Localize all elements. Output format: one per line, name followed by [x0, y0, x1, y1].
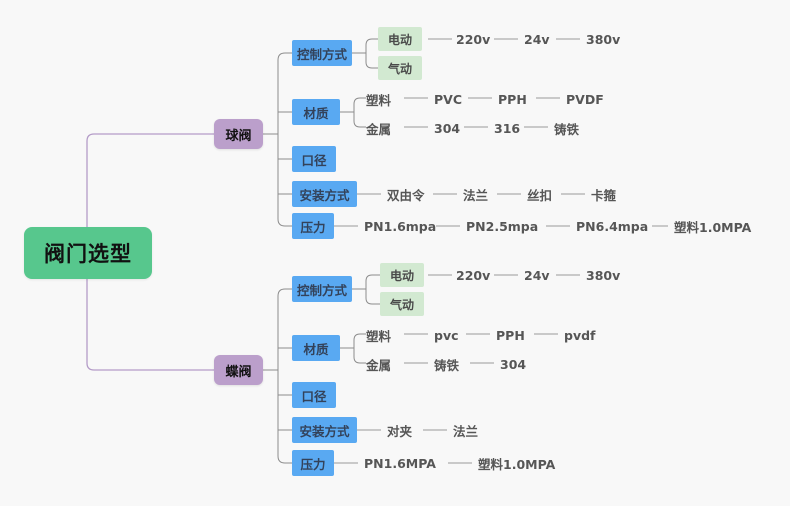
leaf-electric-butterfly[interactable]: 电动: [380, 263, 424, 287]
value-316-ball: 316: [494, 120, 521, 136]
value-flange-ball: 法兰: [463, 187, 489, 203]
row-plastic-ball: 塑料: [366, 92, 392, 108]
category-control-method-butterfly[interactable]: 控制方式: [292, 276, 352, 302]
value-shuangyouling-ball: 双由令: [387, 187, 425, 203]
value-flange-butterfly: 法兰: [453, 423, 479, 439]
row-plastic-butterfly: 塑料: [366, 328, 392, 344]
value-wafer-butterfly: 对夹: [387, 423, 413, 439]
value-clamp-ball: 卡箍: [591, 187, 617, 203]
value-220v-butterfly: 220v: [456, 267, 491, 283]
row-metal-butterfly: 金属: [366, 357, 392, 373]
root-node[interactable]: 阀门选型: [24, 227, 152, 279]
category-control-method-ball[interactable]: 控制方式: [292, 40, 352, 66]
value-24v-butterfly: 24v: [524, 267, 550, 283]
value-pvdf-butterfly: pvdf: [564, 327, 596, 343]
value-pn16-butterfly: PN1.6MPA: [364, 455, 436, 471]
category-diameter-ball[interactable]: 口径: [292, 146, 336, 172]
value-24v-ball: 24v: [524, 31, 550, 47]
category-material-butterfly[interactable]: 材质: [292, 335, 340, 361]
value-304-butterfly: 304: [500, 356, 527, 372]
category-diameter-butterfly[interactable]: 口径: [292, 382, 336, 408]
value-pn25-ball: PN2.5mpa: [466, 218, 539, 234]
row-metal-ball: 金属: [366, 121, 392, 137]
branch-node-ball-valve[interactable]: 球阀: [214, 119, 263, 149]
value-pn16-ball: PN1.6mpa: [364, 218, 437, 234]
value-220v-ball: 220v: [456, 31, 491, 47]
category-installation-butterfly[interactable]: 安装方式: [292, 417, 357, 443]
value-pvc-butterfly: pvc: [434, 327, 459, 343]
leaf-pneumatic-butterfly[interactable]: 气动: [380, 292, 424, 316]
category-pressure-ball[interactable]: 压力: [292, 213, 334, 239]
value-304-ball: 304: [434, 120, 461, 136]
value-cast-iron-ball: 铸铁: [554, 121, 580, 137]
value-pph-butterfly: PPH: [496, 327, 525, 343]
category-pressure-butterfly[interactable]: 压力: [292, 450, 334, 476]
value-pvdf-ball: PVDF: [566, 91, 604, 107]
leaf-pneumatic-ball[interactable]: 气动: [378, 56, 422, 80]
value-380v-butterfly: 380v: [586, 267, 621, 283]
value-cast-iron-butterfly: 铸铁: [434, 357, 460, 373]
value-pph-ball: PPH: [498, 91, 527, 107]
category-material-ball[interactable]: 材质: [292, 99, 340, 125]
category-installation-ball[interactable]: 安装方式: [292, 181, 357, 207]
value-380v-ball: 380v: [586, 31, 621, 47]
value-thread-ball: 丝扣: [527, 187, 553, 203]
branch-node-butterfly-valve[interactable]: 蝶阀: [214, 355, 263, 385]
value-pvc-ball: PVC: [434, 91, 463, 107]
value-plastic10mpa-butterfly: 塑料1.0MPA: [478, 456, 556, 472]
value-plastic10mpa-ball: 塑料1.0MPA: [674, 219, 752, 235]
value-pn64-ball: PN6.4mpa: [576, 218, 649, 234]
leaf-electric-ball[interactable]: 电动: [378, 27, 422, 51]
